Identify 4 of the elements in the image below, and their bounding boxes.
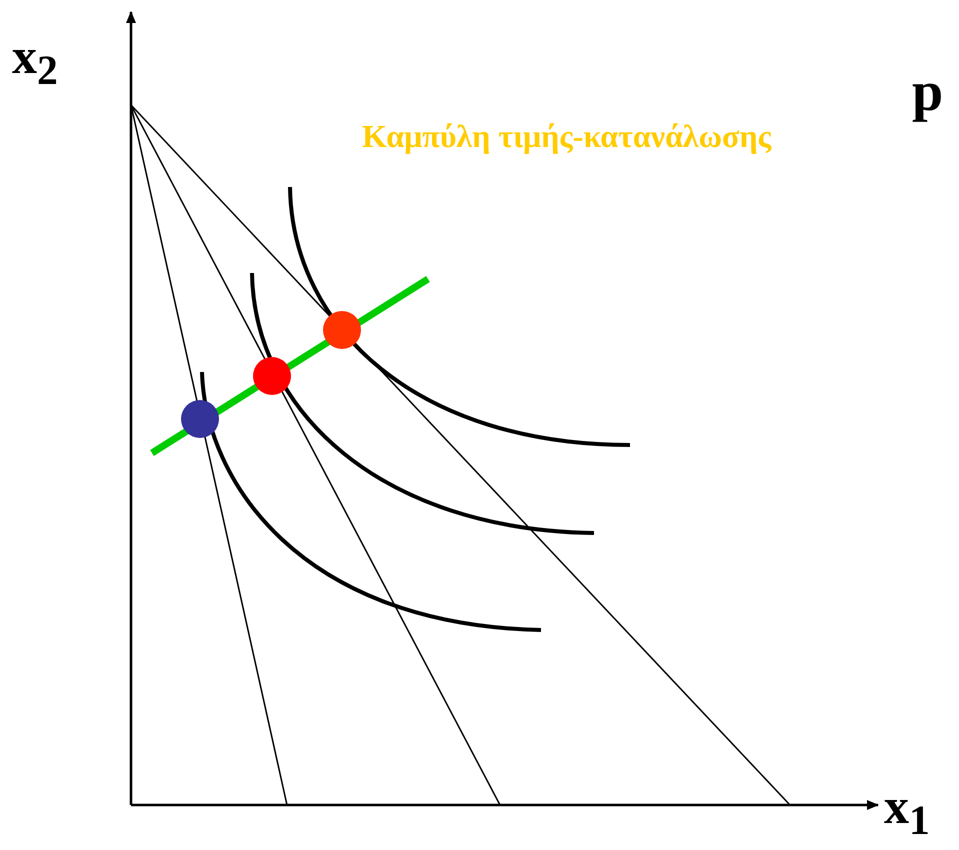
- axis-label: x$_{2}$: [12, 28, 58, 96]
- curve-label: Καμπύλη τιμής-κατανάλωσης: [362, 118, 772, 155]
- label-text: p: [912, 60, 944, 124]
- axis-label: x$_{1}$: [884, 778, 930, 846]
